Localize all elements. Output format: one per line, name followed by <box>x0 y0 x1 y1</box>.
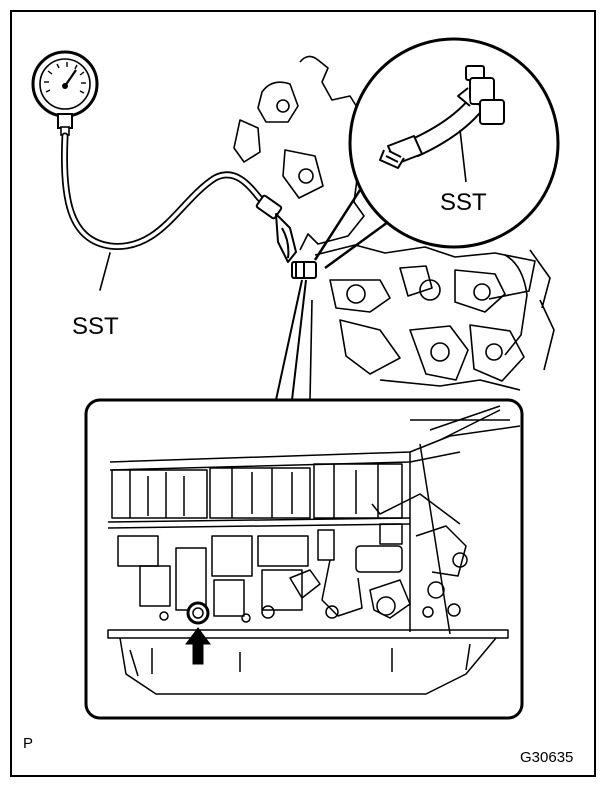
hose-connector <box>255 194 317 279</box>
sst-fitting-label: SST <box>440 189 487 216</box>
detail-callout-circle: SST <box>313 37 560 270</box>
figure-code-label: G30635 <box>520 749 573 766</box>
test-port-plug <box>186 601 210 625</box>
pressure-gauge-icon <box>31 50 99 136</box>
inset-detail-box <box>84 398 524 720</box>
sst-hose-label: SST <box>72 313 119 340</box>
sst-fitting-detail <box>379 65 505 183</box>
transmission-body <box>233 55 555 401</box>
arrow-up-icon <box>185 627 211 665</box>
page-marker-label: P <box>23 735 33 752</box>
inset-leader-line-right <box>291 279 307 401</box>
inset-leader-line-left <box>275 279 303 401</box>
sst-pressure-hose <box>60 132 272 291</box>
